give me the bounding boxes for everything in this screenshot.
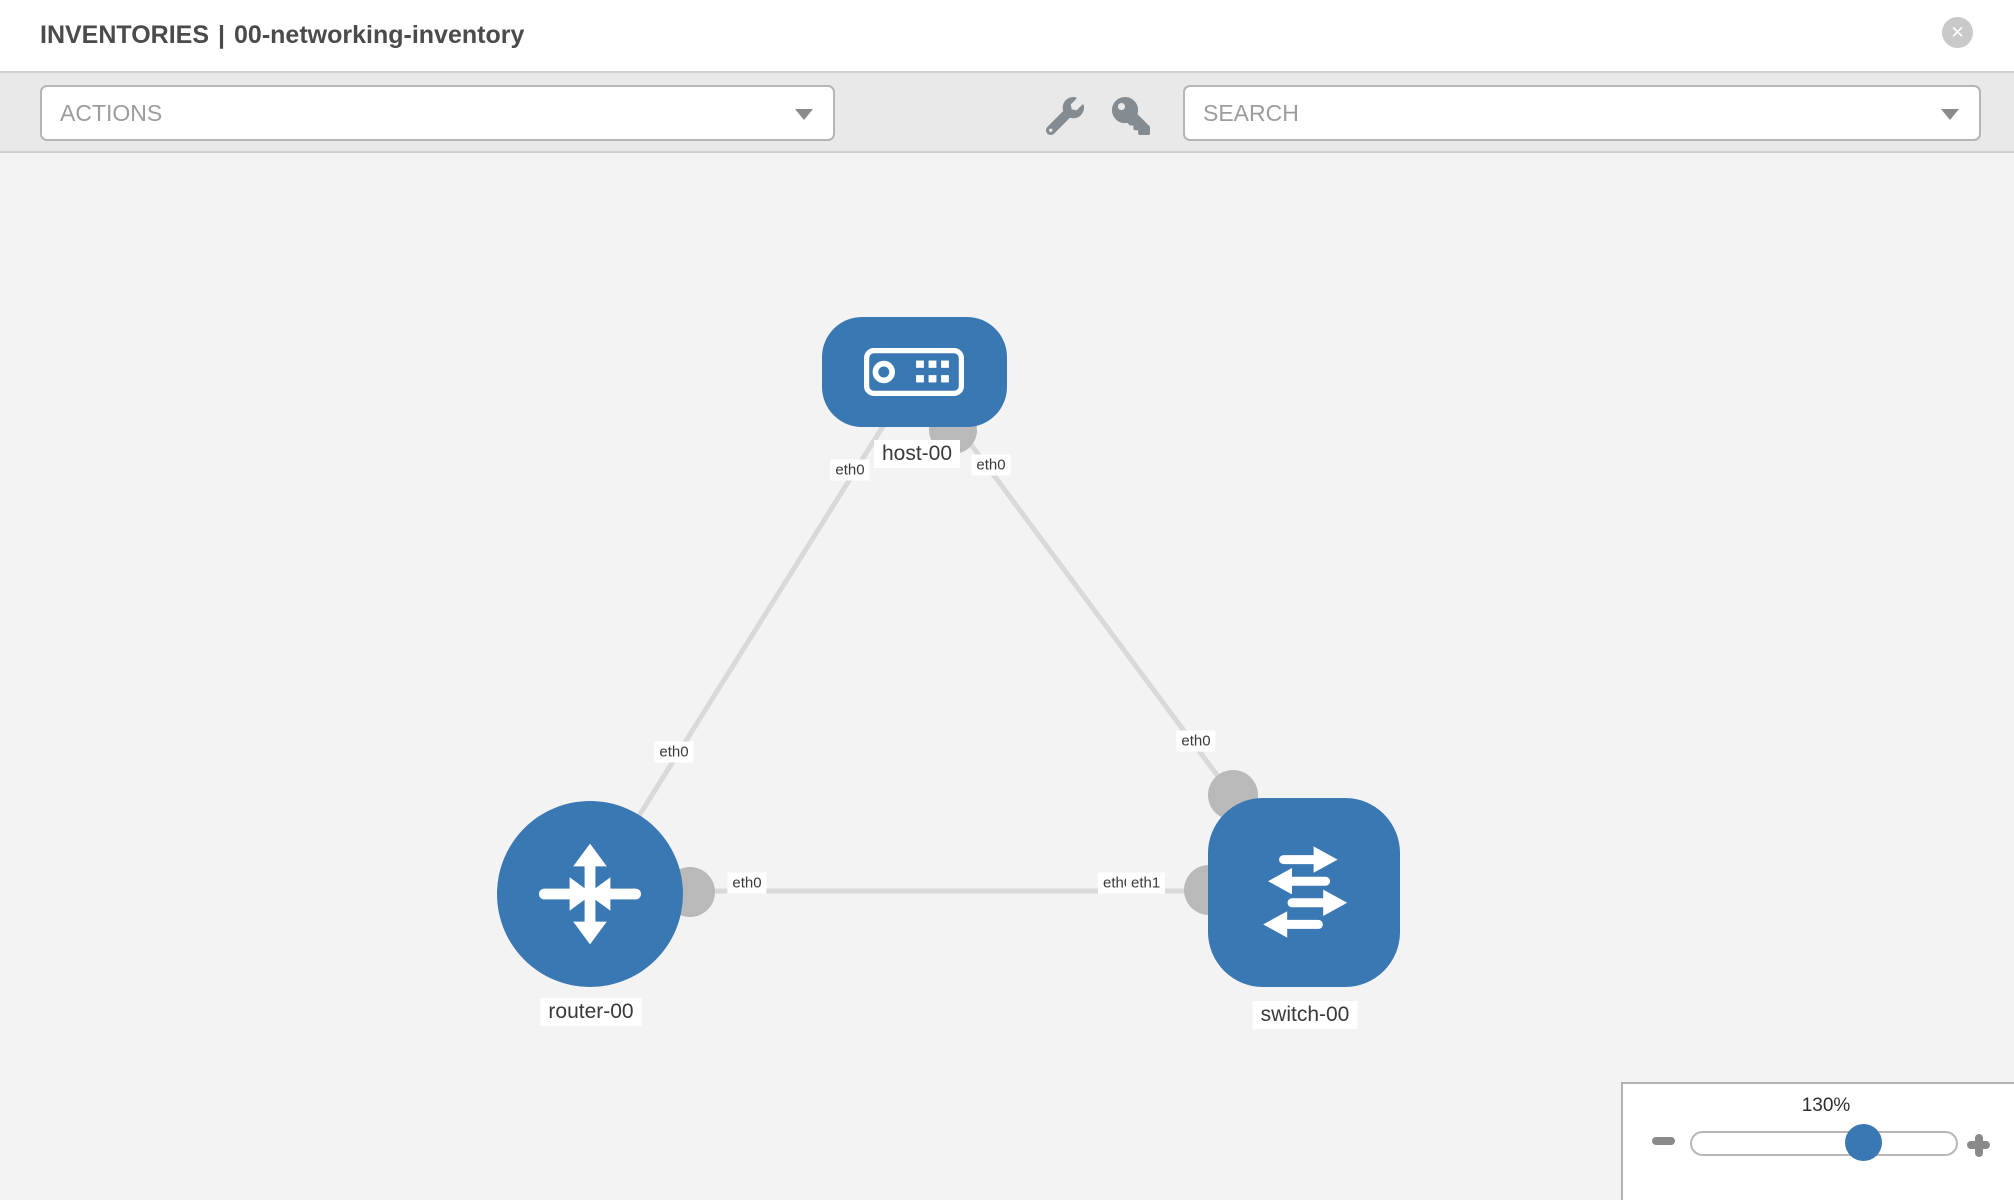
node-router-00[interactable] — [497, 801, 683, 987]
header: INVENTORIES | 00-networking-inventory ✕ — [0, 0, 2014, 71]
search-dropdown-label: SEARCH — [1203, 100, 1299, 126]
node-label-switch: switch-00 — [1252, 1001, 1358, 1029]
credentials-button[interactable] — [1112, 97, 1150, 135]
server-icon — [864, 348, 964, 396]
interface-label-router-eth0: eth0 — [727, 872, 767, 894]
minus-icon[interactable] — [1652, 1137, 1675, 1145]
toolbar: ACTIONS SEARCH — [0, 71, 2014, 153]
zoom-level-value: 130% — [1801, 1095, 1851, 1116]
search-dropdown[interactable]: SEARCH — [1183, 85, 1981, 141]
node-switch-00[interactable] — [1208, 798, 1400, 987]
zoom-control-panel: 130% — [1621, 1082, 2014, 1200]
page-title-separator: | — [218, 21, 226, 49]
interface-label-switch-eth1: eth1 — [1126, 872, 1166, 894]
zoom-slider-knob[interactable] — [1845, 1124, 1882, 1161]
node-label-host: host-00 — [873, 440, 961, 468]
node-host-00[interactable] — [822, 317, 1007, 427]
interface-label-switch-eth0: eth0 — [1176, 730, 1216, 752]
wrench-icon — [1045, 97, 1084, 136]
interface-label-host-eth0: eth0 — [830, 459, 870, 481]
plus-icon[interactable] — [1967, 1133, 1990, 1157]
chevron-down-icon — [795, 109, 813, 120]
interface-label-router-eth0: eth0 — [654, 741, 694, 763]
actions-dropdown-label: ACTIONS — [60, 100, 163, 126]
close-icon[interactable]: ✕ — [1942, 17, 1973, 48]
tools-button[interactable] — [1045, 97, 1084, 136]
zoom-slider-track[interactable] — [1690, 1131, 1958, 1156]
page-title: INVENTORIES | 00-networking-inventory — [40, 0, 524, 71]
key-icon — [1112, 97, 1150, 135]
page-title-section: INVENTORIES — [40, 21, 210, 49]
topology-canvas[interactable]: host-00 router-00 switch-00 eth0 eth0 et… — [0, 153, 2014, 1200]
link-host-router[interactable] — [587, 370, 920, 896]
node-label-router: router-00 — [540, 998, 642, 1026]
switch-icon — [1263, 846, 1348, 938]
chevron-down-icon — [1941, 109, 1959, 120]
links-layer — [587, 370, 1307, 917]
interface-label-host-eth0: eth0 — [971, 454, 1011, 476]
actions-dropdown[interactable]: ACTIONS — [40, 85, 835, 141]
router-icon — [539, 843, 641, 945]
page-title-inventory-name: 00-networking-inventory — [234, 21, 525, 49]
